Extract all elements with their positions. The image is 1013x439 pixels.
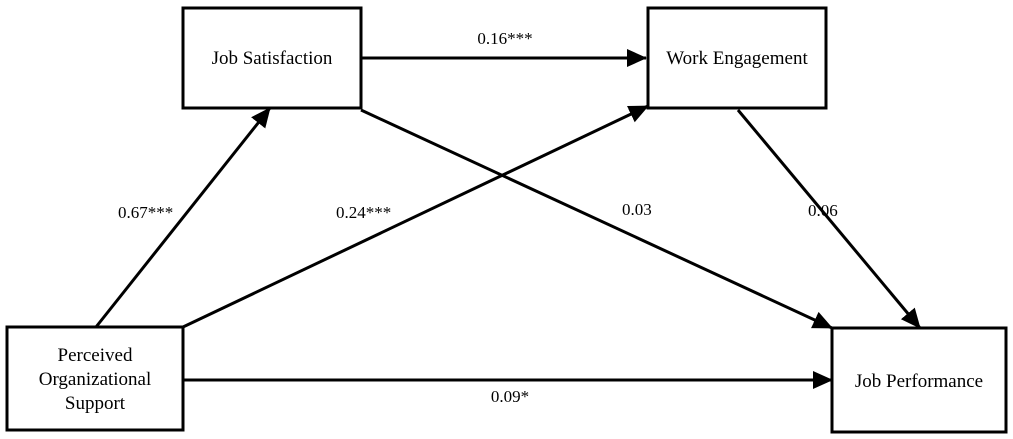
node-label-line-1: Perceived (58, 345, 133, 366)
edge-we-to-jp (736, 109, 922, 329)
edge-label-pos-to-jp: 0.09* (491, 387, 529, 406)
node-label-line-2: Organizational (39, 369, 152, 390)
edge-pos-to-js (94, 107, 272, 328)
edge-label-pos-to-we: 0.24*** (336, 203, 391, 222)
node-label: Job Satisfaction (212, 48, 333, 69)
node-label-line-3: Support (65, 393, 126, 414)
node-perceived-organizational-support: Perceived Organizational Support (5, 325, 185, 432)
node-label: Job Performance (855, 371, 983, 392)
node-job-performance: Job Performance (830, 326, 1008, 434)
edge-js-to-jp (360, 108, 833, 330)
edge-label-pos-to-js: 0.67*** (118, 203, 173, 222)
edge-label-js-to-jp: 0.03 (622, 200, 652, 219)
edge-label-js-to-we: 0.16*** (477, 29, 532, 48)
node-work-engagement: Work Engagement (646, 6, 828, 110)
edge-label-we-to-jp: 0.06 (808, 201, 838, 220)
edge-pos-to-we (182, 104, 649, 329)
node-label: Work Engagement (666, 48, 808, 69)
node-job-satisfaction: Job Satisfaction (181, 6, 363, 110)
